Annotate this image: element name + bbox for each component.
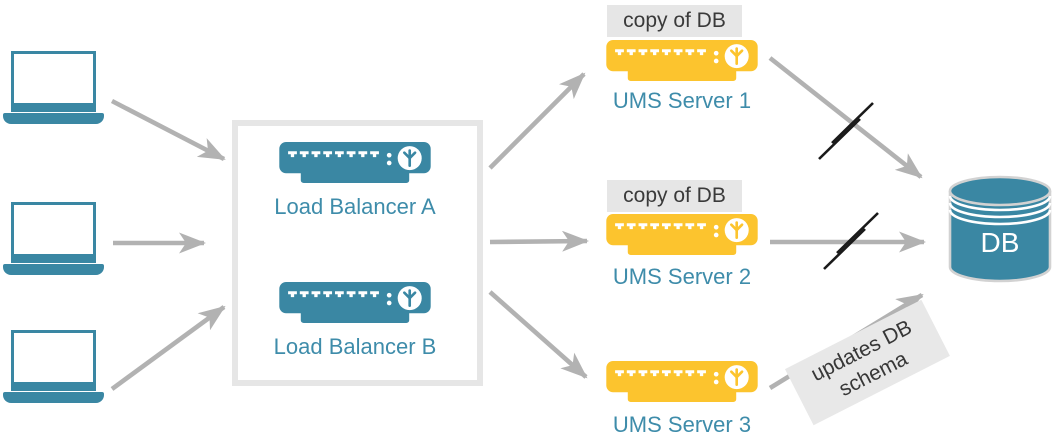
laptop-icon: [11, 330, 96, 391]
ums1-copy-of-db-badge: copy of DB: [607, 5, 742, 37]
ums-server-3-label: UMS Server 3: [612, 412, 752, 437]
broken-connection-slashes: [818, 102, 879, 270]
laptop-icon: [11, 51, 96, 112]
load-balancer-b-label: Load Balancer B: [273, 334, 437, 359]
arrow-lb-to-ums1: [488, 72, 586, 170]
ums-server-2-icon: [605, 214, 759, 256]
slash-mark: [818, 118, 861, 160]
slash-mark: [836, 212, 879, 254]
load-balancer-group-box: [232, 120, 483, 386]
arrow-ums1-to-db: [768, 56, 923, 179]
laptop-base: [3, 113, 104, 124]
slash-mark: [823, 228, 866, 270]
laptop-base: [3, 264, 104, 275]
laptop-base: [3, 392, 104, 403]
load-balancer-b-server-icon: [278, 282, 432, 324]
client-laptop-1: [3, 51, 104, 124]
ums-server-3-icon: [605, 361, 759, 403]
database-cylinder-icon: DB: [948, 175, 1052, 283]
ums-server-1-label: UMS Server 1: [612, 88, 752, 113]
arrow-client1-to-lb: [110, 98, 226, 162]
laptop-icon: [11, 202, 96, 263]
client-laptop-3: [3, 330, 104, 403]
arrow-lb-to-ums3: [488, 290, 588, 379]
load-balancer-a-label: Load Balancer A: [274, 194, 436, 219]
arrow-lb-to-ums2: [489, 230, 589, 252]
ums-server-2-label: UMS Server 2: [612, 264, 752, 289]
ums2-copy-of-db-badge: copy of DB: [607, 180, 742, 212]
db-label: DB: [981, 227, 1020, 258]
ums-server-1-icon: [605, 40, 759, 82]
load-balancer-a-server-icon: [278, 142, 432, 184]
slash-mark: [831, 102, 874, 144]
client-laptop-2: [3, 202, 104, 275]
arrow-client3-to-lb: [110, 305, 226, 391]
